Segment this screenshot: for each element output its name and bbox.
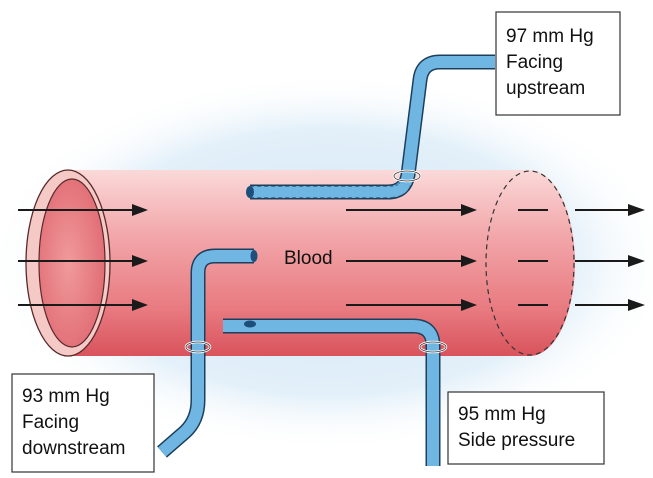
- upstream-tube: [246, 54, 495, 200]
- side-pressure-value: 95 mm Hg: [458, 404, 546, 425]
- vessel-far-end: [485, 170, 575, 356]
- side-pressure-label-box: 95 mm Hg Side pressure: [447, 391, 605, 465]
- downstream-tube: [157, 248, 258, 458]
- side-pressure-line2: Side pressure: [458, 430, 575, 451]
- downstream-line2: Facing: [22, 412, 79, 433]
- upstream-tube-opening: [246, 186, 254, 198]
- blood-label: Blood: [284, 248, 333, 269]
- upstream-line2: Facing: [506, 52, 563, 73]
- downstream-pressure-value: 93 mm Hg: [22, 386, 110, 407]
- upstream-line3: upstream: [506, 78, 585, 99]
- downstream-label-box: 93 mm Hg Facing downstream: [11, 373, 155, 473]
- upstream-pressure-value: 97 mm Hg: [506, 26, 594, 47]
- side-pressure-tube: [223, 318, 448, 466]
- vessel-lumen: [38, 178, 106, 348]
- side-tube-opening: [244, 320, 256, 328]
- upstream-label-box: 97 mm Hg Facing upstream: [495, 11, 621, 116]
- downstream-tube-opening: [250, 250, 258, 262]
- flow-arrows: [18, 204, 645, 311]
- downstream-line3: downstream: [22, 438, 126, 459]
